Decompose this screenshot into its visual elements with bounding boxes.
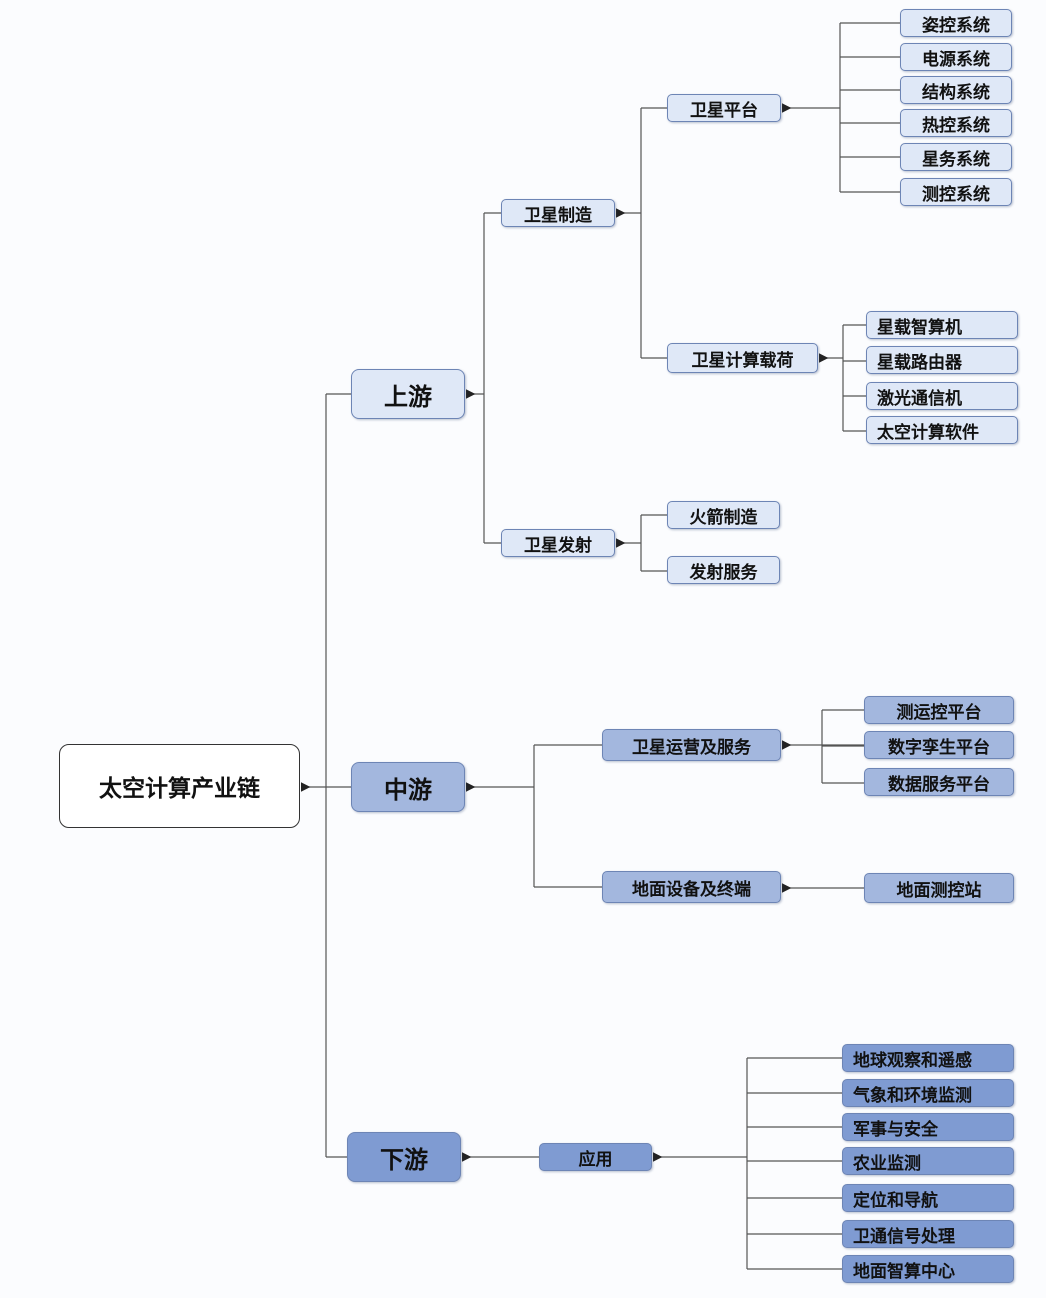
- payload-item: 星载路由器: [866, 346, 1018, 374]
- ground-equipment-node: 地面设备及终端: [602, 871, 781, 903]
- application-item: 定位和导航: [842, 1184, 1014, 1212]
- platform-item: 星务系统: [900, 143, 1012, 171]
- ground-item: 地面测控站: [864, 873, 1014, 903]
- satellite-platform-node: 卫星平台: [667, 94, 781, 122]
- upstream-node: 上游: [351, 369, 465, 419]
- satellite-payload-node: 卫星计算载荷: [667, 343, 818, 373]
- downstream-node: 下游: [347, 1132, 461, 1182]
- midstream-node: 中游: [351, 762, 465, 812]
- application-item: 军事与安全: [842, 1113, 1014, 1141]
- satellite-launch-node: 卫星发射: [501, 529, 615, 557]
- payload-item: 星载智算机: [866, 311, 1018, 339]
- launch-item: 发射服务: [667, 556, 780, 584]
- application-node: 应用: [539, 1143, 652, 1171]
- operations-item: 测运控平台: [864, 696, 1014, 724]
- launch-item: 火箭制造: [667, 501, 780, 529]
- platform-item: 电源系统: [900, 43, 1012, 71]
- application-item: 气象和环境监测: [842, 1079, 1014, 1107]
- application-item: 地面智算中心: [842, 1255, 1014, 1283]
- operations-item: 数据服务平台: [864, 768, 1014, 796]
- operations-item: 数字孪生平台: [864, 731, 1014, 759]
- satellite-manufacturing-node: 卫星制造: [501, 199, 615, 227]
- operations-node: 卫星运营及服务: [602, 729, 781, 761]
- payload-item: 激光通信机: [866, 382, 1018, 410]
- platform-item: 测控系统: [900, 178, 1012, 206]
- application-item: 地球观察和遥感: [842, 1044, 1014, 1072]
- platform-item: 结构系统: [900, 76, 1012, 104]
- application-item: 农业监测: [842, 1147, 1014, 1175]
- root-node: 太空计算产业链: [59, 744, 300, 828]
- payload-item: 太空计算软件: [866, 416, 1018, 444]
- platform-item: 热控系统: [900, 109, 1012, 137]
- platform-item: 姿控系统: [900, 9, 1012, 37]
- application-item: 卫通信号处理: [842, 1220, 1014, 1248]
